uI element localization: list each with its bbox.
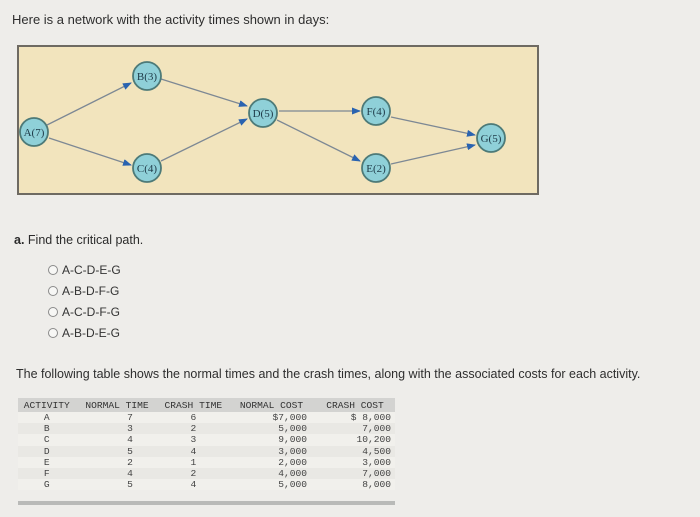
- node-b: [132, 61, 162, 91]
- node-a-label: A(7): [24, 127, 45, 139]
- network-svg: A(7) B(3) C(4) D(5) F(4) E(2) G(5): [19, 61, 506, 183]
- cell-crash-time: 6: [158, 412, 229, 424]
- cell-normal-time: 5: [75, 479, 159, 491]
- option-a-c-d-f-g[interactable]: A-C-D-F-G: [48, 301, 121, 322]
- cell-activity: E: [18, 456, 76, 469]
- node-d: [248, 98, 278, 128]
- cell-crash-cost: 7,000: [314, 423, 395, 435]
- table-row: G 5 4 5,000 8,000: [18, 479, 395, 491]
- cell-normal-cost: 5,000: [228, 479, 315, 491]
- radio-button[interactable]: [48, 306, 58, 317]
- option-a-b-d-f-g[interactable]: A-B-D-F-G: [48, 280, 121, 301]
- table-row: C 4 3 9,000 10,200: [18, 434, 395, 446]
- table-bottom-rule: [18, 501, 395, 505]
- cell-crash-time: 2: [158, 468, 229, 480]
- edge-d-e: [276, 119, 361, 162]
- cell-normal-time: 7: [75, 412, 159, 424]
- cell-crash-cost: 8,000: [314, 479, 395, 491]
- node-g-label: G(5): [481, 133, 502, 145]
- header-normal-cost: NORMAL COST: [228, 398, 315, 412]
- cell-activity: D: [18, 445, 76, 457]
- option-label: A-B-D-F-G: [62, 283, 120, 298]
- cell-normal-time: 5: [75, 445, 159, 457]
- node-f-label: F(4): [367, 106, 386, 118]
- node-e: [361, 153, 391, 183]
- edge-a-c: [48, 137, 132, 166]
- node-d-label: D(5): [253, 108, 274, 120]
- cell-normal-time: 4: [75, 434, 159, 446]
- cell-normal-time: 4: [75, 468, 159, 480]
- header-crash-time: CRASH TIME: [158, 398, 229, 412]
- node-f: [361, 96, 391, 126]
- node-g: [476, 123, 506, 153]
- header-activity: ACTIVITY: [18, 398, 76, 412]
- cell-normal-cost: $7,000: [228, 412, 315, 424]
- node-e-label: E(2): [366, 163, 386, 175]
- node-c-label: C(4): [137, 163, 158, 175]
- cell-normal-cost: 9,000: [228, 434, 315, 446]
- table-row: F 4 2 4,000 7,000: [18, 468, 395, 480]
- edge-b-d: [160, 78, 248, 107]
- question-text: Find the critical path.: [27, 233, 144, 247]
- table-row: D 5 4 3,000 4,500: [18, 445, 395, 457]
- cell-activity: C: [18, 434, 76, 446]
- cell-activity: G: [18, 479, 76, 491]
- node-a: [19, 117, 49, 147]
- header-normal-time: NORMAL TIME: [75, 398, 159, 412]
- cell-crash-cost: 10,200: [314, 434, 395, 446]
- option-a-b-d-e-g[interactable]: A-B-D-E-G: [48, 322, 121, 343]
- answer-options: A-C-D-E-G A-B-D-F-G A-C-D-F-G A-B-D-E-G: [48, 259, 121, 343]
- cell-normal-time: 2: [75, 456, 159, 469]
- cell-crash-time: 4: [158, 445, 229, 457]
- option-label: A-B-D-E-G: [62, 325, 120, 340]
- header-crash-cost: CRASH COST: [314, 398, 395, 412]
- node-c: [132, 153, 162, 183]
- edge-c-d: [160, 118, 248, 162]
- radio-button[interactable]: [48, 285, 58, 296]
- option-a-c-d-e-g[interactable]: A-C-D-E-G: [48, 259, 121, 280]
- cell-normal-time: 3: [75, 423, 159, 435]
- cell-activity: B: [18, 423, 76, 435]
- edge-a-b: [46, 82, 132, 126]
- cell-crash-time: 4: [158, 479, 229, 491]
- question-prompt: a. Find the critical path.: [14, 233, 143, 247]
- table-row: E 2 1 2,000 3,000: [18, 456, 395, 469]
- cell-normal-cost: 5,000: [228, 423, 315, 435]
- crash-cost-table: ACTIVITY NORMAL TIME CRASH TIME NORMAL C…: [18, 398, 395, 491]
- option-label: A-C-D-E-G: [62, 262, 121, 277]
- question-number: a.: [14, 233, 25, 247]
- edge-f-g: [390, 116, 476, 137]
- network-diagram: A(7) B(3) C(4) D(5) F(4) E(2) G(5): [17, 45, 539, 195]
- cell-normal-cost: 3,000: [228, 445, 315, 457]
- cell-crash-cost: $ 8,000: [314, 412, 395, 424]
- table-row: B 3 2 5,000 7,000: [18, 423, 395, 435]
- cell-crash-cost: 3,000: [314, 456, 395, 469]
- cell-crash-time: 3: [158, 434, 229, 446]
- table-header-row: ACTIVITY NORMAL TIME CRASH TIME NORMAL C…: [18, 398, 395, 412]
- cell-crash-time: 1: [158, 456, 229, 469]
- cell-normal-cost: 4,000: [228, 468, 315, 480]
- cell-crash-cost: 4,500: [314, 445, 395, 457]
- cell-normal-cost: 2,000: [228, 456, 315, 469]
- option-label: A-C-D-F-G: [62, 304, 120, 319]
- node-b-label: B(3): [137, 71, 158, 83]
- radio-button[interactable]: [48, 264, 58, 275]
- cell-activity: A: [18, 412, 76, 424]
- cell-activity: F: [18, 468, 76, 480]
- table-row: A 7 6 $7,000 $ 8,000: [18, 412, 395, 424]
- table-intro-text: The following table shows the normal tim…: [16, 367, 641, 381]
- cell-crash-cost: 7,000: [314, 468, 395, 480]
- edge-e-g: [390, 143, 476, 165]
- intro-text: Here is a network with the activity time…: [12, 12, 330, 27]
- radio-button[interactable]: [48, 327, 58, 338]
- cell-crash-time: 2: [158, 423, 229, 435]
